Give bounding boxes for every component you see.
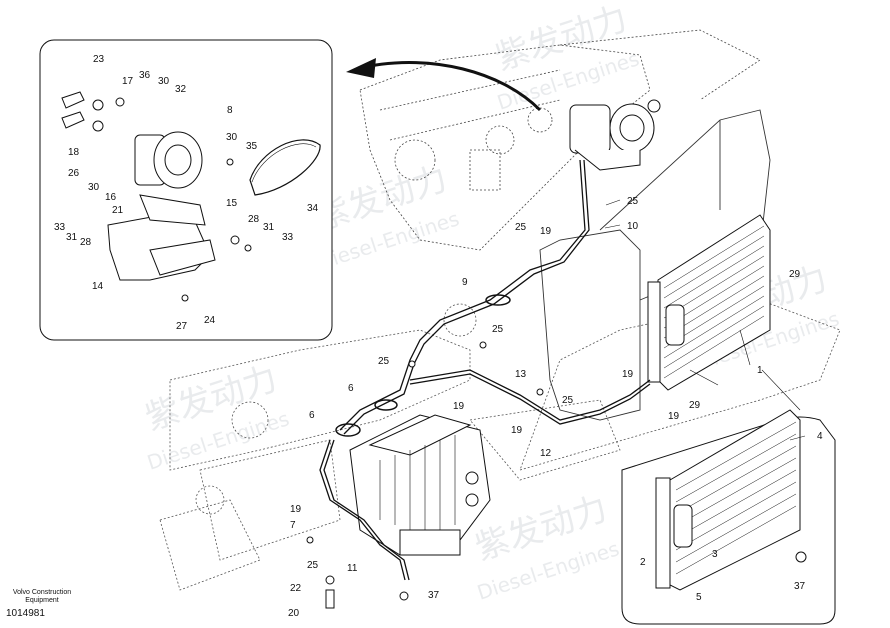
part-label: 28 — [80, 237, 92, 248]
fittings — [306, 341, 544, 609]
maker-line-2: Equipment — [25, 597, 59, 604]
part-label: 3 — [712, 549, 718, 560]
part-label: 25 — [492, 324, 504, 335]
part-label: 20 — [288, 608, 300, 619]
part-label: 10 — [627, 221, 639, 232]
part-label: 2 — [640, 557, 646, 568]
part-label: 30 — [88, 182, 100, 193]
part-label: 35 — [246, 141, 258, 152]
part-label: 16 — [105, 192, 117, 203]
part-label: 9 — [462, 277, 468, 288]
condenser-main — [647, 214, 771, 391]
leader-lines — [604, 199, 806, 441]
part-label: 17 — [122, 76, 134, 87]
part-label: 29 — [689, 400, 701, 411]
part-label: 26 — [68, 168, 80, 179]
part-label: 25 — [627, 196, 639, 207]
part-label: 5 — [696, 592, 702, 603]
part-label: 27 — [176, 321, 188, 332]
part-label: 14 — [92, 281, 104, 292]
part-label: 19 — [511, 425, 523, 436]
part-label: 21 — [112, 205, 124, 216]
part-label: 30 — [226, 132, 238, 143]
part-label: 25 — [307, 560, 319, 571]
part-label: 37 — [794, 581, 806, 592]
part-label: 31 — [263, 222, 275, 233]
part-label: 4 — [817, 431, 823, 442]
part-label: 25 — [515, 222, 527, 233]
part-label: 6 — [348, 383, 354, 394]
part-label: 13 — [515, 369, 527, 380]
engine-block — [359, 29, 761, 251]
part-label: 22 — [290, 583, 302, 594]
inset-top-left-labels: 23 17 36 30 32 8 18 26 30 16 21 15 30 35… — [54, 54, 319, 332]
part-label: 7 — [290, 520, 296, 531]
document-number: 1014981 — [6, 608, 45, 619]
part-label: 8 — [227, 105, 233, 116]
maker-line-1: Volvo Construction — [12, 589, 72, 596]
compressor-mounted — [569, 99, 661, 171]
part-label: 19 — [290, 504, 302, 515]
part-label: 33 — [282, 232, 294, 243]
part-label: 1 — [757, 365, 763, 376]
part-label: 33 — [54, 222, 66, 233]
part-label: 19 — [668, 411, 680, 422]
part-label: 19 — [622, 369, 634, 380]
part-label: 23 — [93, 54, 105, 65]
part-label: 24 — [204, 315, 216, 326]
part-label: 34 — [307, 203, 319, 214]
part-label: 25 — [378, 356, 390, 367]
belt-34 — [249, 139, 321, 196]
part-label: 19 — [453, 401, 465, 412]
part-label: 36 — [139, 70, 151, 81]
inset-condenser-detail — [621, 409, 836, 625]
inset-compressor-mount — [39, 39, 333, 341]
part-label: 25 — [562, 395, 574, 406]
part-label: 32 — [175, 84, 187, 95]
part-label: 6 — [309, 410, 315, 421]
evaporator-unit — [349, 414, 491, 556]
part-label: 19 — [540, 226, 552, 237]
part-label: 29 — [789, 269, 801, 280]
part-label: 37 — [428, 590, 440, 601]
part-label: 15 — [226, 198, 238, 209]
part-label: 11 — [347, 563, 358, 574]
machine-frame — [159, 299, 841, 591]
part-label: 18 — [68, 147, 80, 158]
hoses — [319, 159, 651, 581]
part-label: 28 — [248, 214, 260, 225]
direction-arrow — [346, 58, 542, 112]
part-label: 30 — [158, 76, 170, 87]
clamp-rings — [335, 294, 511, 437]
main-labels: 25 10 25 19 9 29 25 13 19 25 25 19 19 29… — [288, 196, 801, 619]
footer-caption: Volvo Construction Equipment 1014981 — [6, 589, 78, 619]
inset-bottom-right-labels: 4 1 3 2 5 37 — [640, 365, 823, 603]
part-label: 31 — [66, 232, 78, 243]
part-label: 12 — [540, 448, 552, 459]
